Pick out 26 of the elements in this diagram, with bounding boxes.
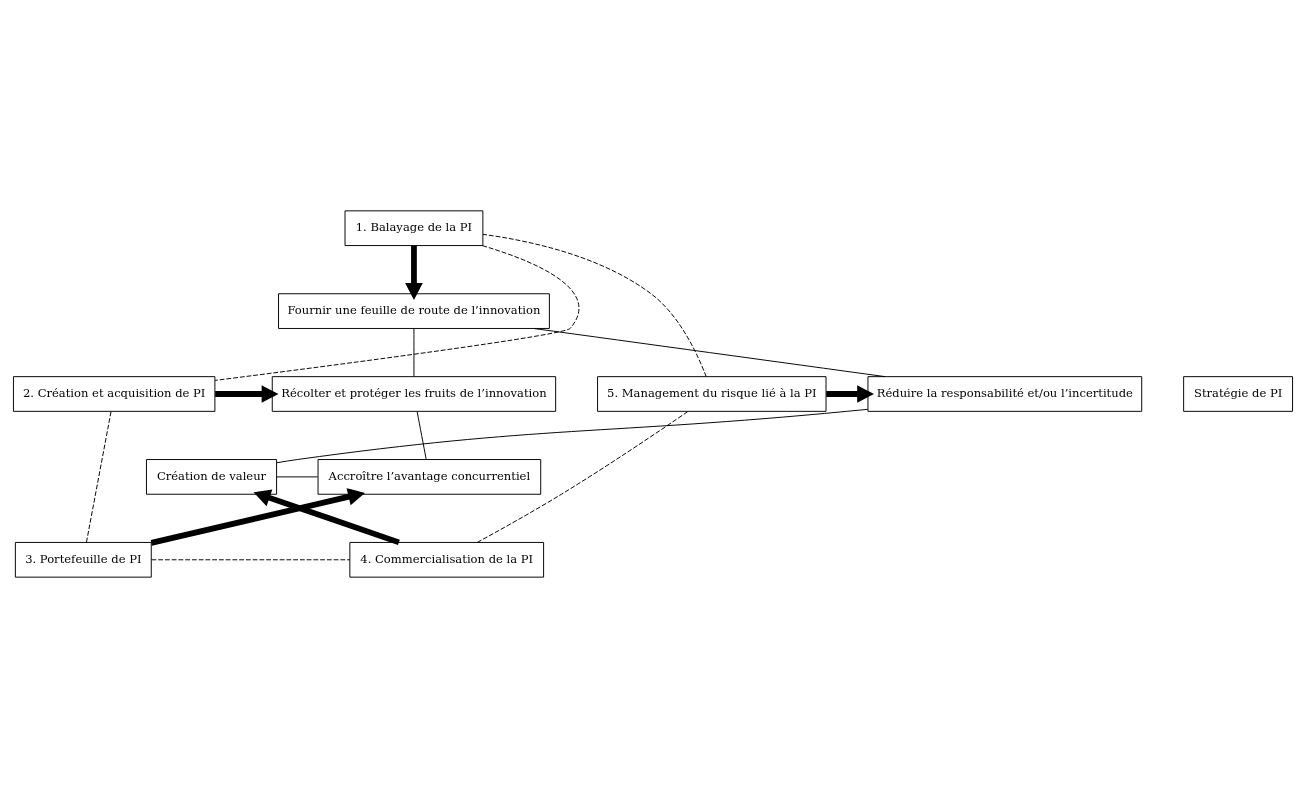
connector [276, 408, 869, 463]
connector [533, 327, 886, 377]
node-box: 5. Management du risque lié à la PI [597, 375, 827, 412]
node-box: 2. Création et acquisition de PI [12, 375, 216, 412]
connector [482, 233, 707, 377]
node-box: 3. Portefeuille de PI [14, 541, 152, 578]
node-box: Accroître l’avantage concurrentiel [317, 458, 542, 495]
arrow [405, 245, 423, 300]
connector [214, 244, 580, 381]
connector [413, 327, 415, 377]
arrow [215, 384, 279, 403]
connector [151, 558, 351, 560]
node-box: Récolter et protéger les fruits de l’innovation [271, 375, 557, 412]
node-box: Réduire la responsabilité et/ou l’incertitude [867, 375, 1143, 412]
arrow [150, 487, 365, 546]
connector [276, 475, 319, 477]
arrow [826, 384, 874, 403]
node-box: Stratégie de PI [1183, 375, 1294, 412]
node-box: Fournir une feuille de route de l’innovation [278, 292, 550, 329]
arrow [253, 488, 400, 545]
node-box: 4. Commercialisation de la PI [349, 541, 545, 578]
connector [85, 410, 112, 543]
node-box: 1. Balayage de la PI [344, 209, 484, 246]
node-box: Création de valeur [146, 458, 278, 495]
connector [416, 410, 427, 460]
connector [476, 410, 689, 543]
